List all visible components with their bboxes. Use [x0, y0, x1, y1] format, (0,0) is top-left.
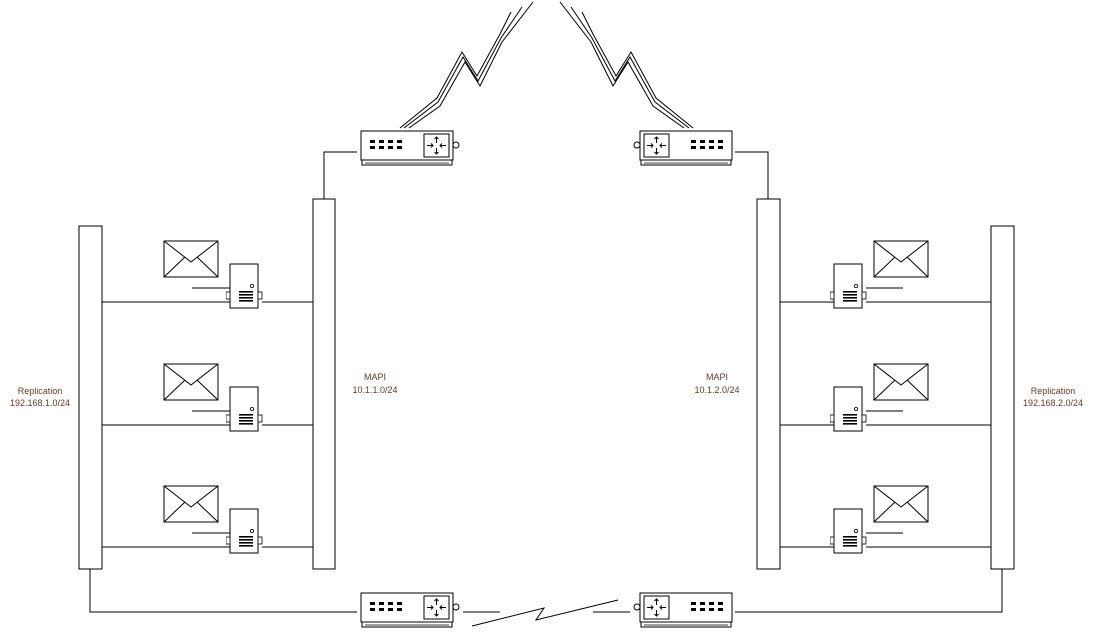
server-row-right-1	[780, 240, 991, 309]
connector-mapi-right-router	[735, 151, 769, 199]
replication-right-label: Replication	[1031, 386, 1076, 396]
mail-server-icon	[226, 263, 263, 309]
router-icon	[633, 592, 733, 628]
envelope-icon	[873, 363, 929, 401]
server-row-left-3	[102, 485, 313, 554]
mapi-bar-right	[756, 198, 781, 570]
mapi-left-label: MAPI	[364, 372, 386, 382]
replication-left-subnet: 192.168.1.0/24	[10, 398, 70, 408]
router-icon	[360, 130, 460, 166]
mail-server-icon	[830, 386, 867, 432]
mapi-left-subnet: 10.1.1.0/24	[352, 385, 397, 395]
connector-replication-left-router	[89, 569, 357, 613]
server-row-right-2	[780, 363, 991, 432]
mapi-bar-left	[312, 198, 336, 570]
connector-replication-right-router	[735, 569, 1003, 613]
lightning-link-icon	[463, 599, 630, 627]
mapi-right-subnet: 10.1.2.0/24	[694, 385, 739, 395]
envelope-icon	[163, 240, 219, 278]
lightning-link-icon	[399, 1, 534, 129]
replication-right-subnet: 192.168.2.0/24	[1023, 398, 1083, 408]
replication-bar-left	[78, 225, 103, 570]
mail-server-icon	[226, 508, 263, 554]
server-row-right-3	[780, 485, 991, 554]
envelope-icon	[163, 363, 219, 401]
lightning-link-icon	[559, 1, 694, 129]
mail-server-icon	[226, 386, 263, 432]
envelope-icon	[163, 485, 219, 523]
replication-left-label: Replication	[18, 386, 63, 396]
connector-mapi-left-router	[323, 151, 357, 199]
router-icon	[633, 130, 733, 166]
mail-server-icon	[830, 508, 867, 554]
router-icon	[360, 592, 460, 628]
server-row-left-2	[102, 363, 313, 432]
envelope-icon	[873, 485, 929, 523]
mail-server-icon	[830, 263, 867, 309]
envelope-icon	[873, 240, 929, 278]
server-row-left-1	[102, 240, 313, 309]
replication-bar-right	[990, 225, 1015, 570]
mapi-right-label: MAPI	[706, 372, 728, 382]
